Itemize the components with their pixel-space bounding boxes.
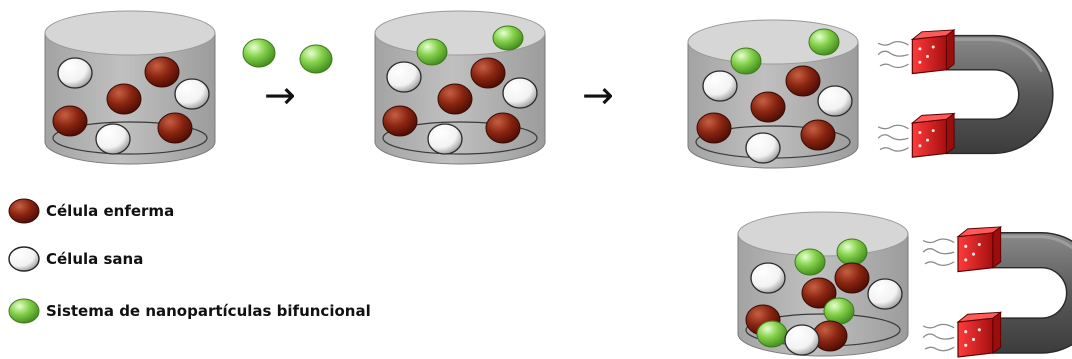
legend-label-nano: Sistema de nanopartículas bifuncional (46, 302, 371, 320)
diseased-cell (52, 105, 88, 137)
cell-container (737, 211, 909, 357)
magnet-pole-top (922, 225, 1003, 273)
nanoparticle (808, 28, 840, 56)
healthy-cell (427, 123, 463, 155)
healthy-cell (784, 324, 820, 356)
container-top (737, 211, 909, 257)
magnet-pole-bottom (922, 311, 1003, 358)
container-bottom-ring (382, 121, 538, 155)
diseased-cell-icon (8, 198, 40, 224)
nanoparticle (756, 320, 788, 348)
cell-container (374, 10, 546, 165)
nanoparticle (730, 47, 762, 75)
diseased-cell (834, 262, 870, 294)
magnet-pole-bottom (877, 112, 956, 158)
diseased-cell (800, 119, 836, 151)
healthy-cell (750, 262, 786, 294)
nanoparticle (836, 238, 868, 266)
healthy-cell (386, 61, 422, 93)
healthy-cell (174, 78, 210, 110)
magnet-body (945, 34, 1054, 155)
magnet-icon (922, 225, 1072, 358)
diseased-cell (785, 65, 821, 97)
legend-item-diseased: Célula enferma (8, 198, 174, 224)
diseased-cell (801, 277, 837, 309)
arrows-layer: → → (264, 73, 614, 117)
healthy-cell (57, 57, 93, 89)
healthy-cell (867, 278, 903, 310)
nanoparticle-icon (8, 298, 40, 324)
healthy-cell (95, 123, 131, 155)
healthy-cell (702, 70, 738, 102)
magnet-pole-top (877, 28, 956, 75)
nanoparticle (416, 38, 448, 66)
containers-layer (44, 10, 909, 357)
free-particles-layer (242, 38, 333, 74)
cell-container (44, 10, 216, 165)
diseased-cell (485, 112, 521, 144)
magnet-body (992, 232, 1072, 354)
diseased-cell (470, 57, 506, 89)
healthy-cell (817, 85, 853, 117)
legend-label-healthy: Célula sana (46, 250, 144, 268)
healthy-cell-icon (8, 246, 40, 272)
legend-label-diseased: Célula enferma (46, 202, 175, 220)
diseased-cell (382, 105, 418, 137)
magnets-layer (877, 28, 1072, 358)
cell-container (687, 19, 859, 169)
nanoparticle (794, 248, 826, 276)
legend-item-healthy: Célula sana (8, 246, 143, 272)
legend-item-nano: Sistema de nanopartículas bifuncional (8, 298, 371, 324)
container-top (44, 10, 216, 56)
arrow-right-icon: → (264, 73, 296, 117)
healthy-cell (502, 77, 538, 109)
nanoparticle (823, 297, 855, 325)
diseased-cell (157, 112, 193, 144)
diseased-cell (750, 91, 786, 123)
nanoparticle (492, 25, 524, 51)
diseased-cell (144, 56, 180, 88)
diseased-cell (696, 112, 732, 144)
magnet-icon (877, 28, 1054, 158)
arrow-right-icon: → (582, 73, 614, 117)
diseased-cell (106, 83, 142, 115)
diseased-cell (437, 83, 473, 115)
healthy-cell (745, 132, 781, 164)
nanoparticle (242, 38, 276, 68)
nanoparticle (299, 44, 333, 74)
container-bottom-ring (52, 121, 208, 155)
